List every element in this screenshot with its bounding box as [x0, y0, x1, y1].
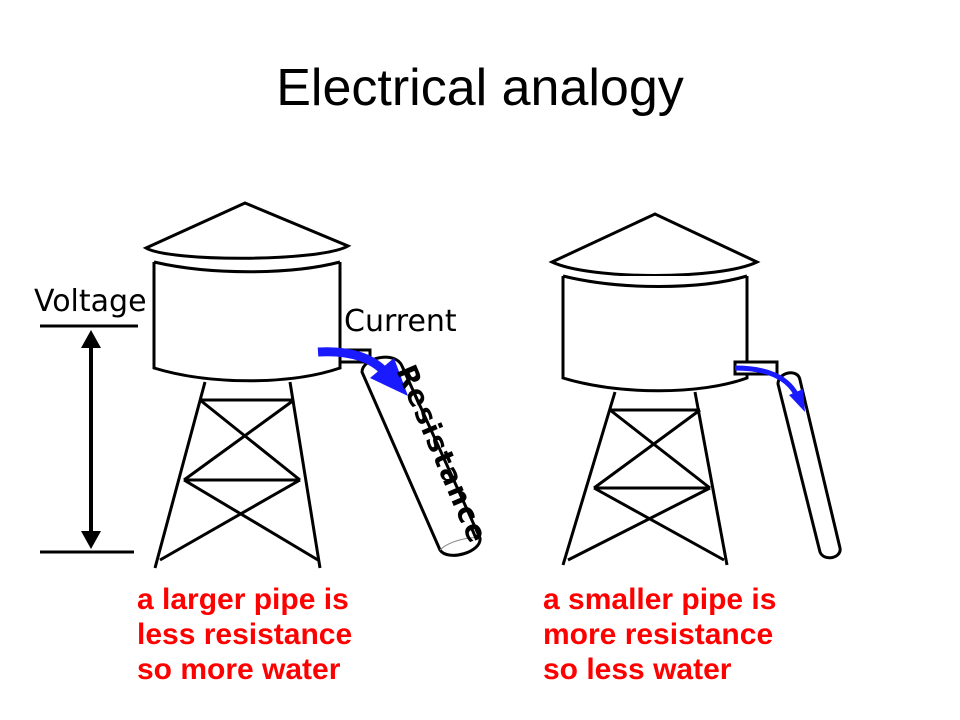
left-caption: a larger pipe is less resistance so more… [137, 582, 352, 687]
left-caption-line: so more water [137, 653, 341, 686]
left-caption-line: less resistance [137, 618, 353, 651]
left-water-tower [142, 201, 482, 569]
right-water-tower [548, 212, 842, 566]
right-caption-line: so less water [543, 653, 732, 686]
right-caption: a smaller pipe is more resistance so les… [543, 582, 776, 687]
small-pipe [776, 371, 842, 560]
right-tower-legs [561, 391, 729, 566]
left-caption-line: a larger pipe is [137, 583, 349, 616]
right-current-arrow [734, 365, 805, 412]
left-tower-roof [142, 201, 352, 260]
left-current-arrow [317, 347, 408, 396]
right-caption-line: more resistance [543, 618, 774, 651]
right-tower-roof [548, 212, 761, 277]
right-caption-line: a smaller pipe is [543, 583, 777, 616]
right-tower-tank [561, 276, 749, 393]
current-label: Current [344, 304, 457, 339]
voltage-label: Voltage [34, 284, 147, 319]
left-tower-tank [152, 262, 342, 383]
left-tower-legs [153, 381, 322, 569]
voltage-dimension [40, 324, 138, 554]
slide-title: Electrical analogy [276, 59, 684, 117]
